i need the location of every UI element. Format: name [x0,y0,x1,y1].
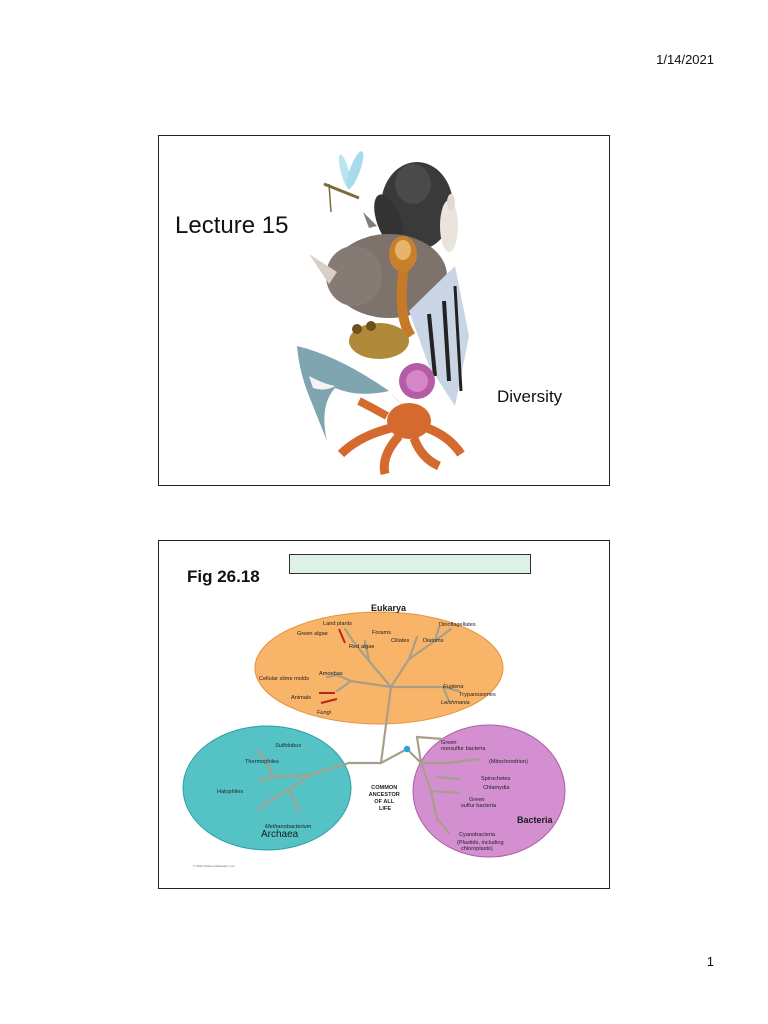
taxon-forams: Forams [372,630,391,636]
taxon-euglena: Euglena [443,684,464,690]
bacteria-label: Bacteria [517,815,554,825]
taxon-land-plants: Land plants [323,621,352,627]
taxon-amoebas: Amoebas [319,671,343,677]
archaea-bubble [182,725,352,851]
slide-title-text: Lecture 15 [175,212,289,239]
slide-tree-of-life: Fig 26.18 [158,540,610,889]
frog-illustration [349,321,409,359]
taxon-thermophiles: Thermophiles [245,759,279,765]
slide-title: Lecture 15 [158,135,610,486]
tree-of-life-diagram: Eukarya Archaea Bacteria Land plants Gre… [182,603,566,868]
common-ancestor-dot [403,745,411,753]
taxon-methanobacterium: Methanobacterium [265,824,312,830]
gorilla-illustration [374,162,453,250]
taxon-plastids: (Plastids, including chloroplasts) [457,840,505,852]
taxon-dinoflagellates: Dinoflagellates [439,622,476,628]
taxon-cellular-slime-molds: Cellular slime molds [259,676,309,682]
copyright-text: © 2011 Pearson Education, Inc. [193,864,235,868]
taxon-red-algae: Red algae [349,644,375,650]
taxon-spirochetes: Spirochetes [481,776,511,782]
taxon-mitochondrion: (Mitochondrion) [489,759,528,765]
cobra-illustration [389,236,417,339]
octopus-illustration [337,397,465,475]
taxon-fungi: Fungi [317,710,332,716]
common-ancestor-label: COMMON ANCESTOR OF ALL LIFE [369,785,402,812]
taxon-green-sulfur-bacteria: Green sulfur bacteria [461,797,497,809]
taxon-green-nonsulfur-bacteria: Green nonsulfur bacteria [441,740,486,752]
sea-urchin-illustration [399,363,435,399]
tree-branches [255,625,481,835]
fungi-highlight [320,698,338,704]
archaea-label: Archaea [261,829,299,840]
rhino-illustration [309,212,447,318]
taxon-animals: Animals [291,695,311,701]
eukarya-bubble [254,611,504,725]
taxon-diatoms: Diatoms [423,638,444,644]
animal-collage-image [297,151,469,475]
plant-highlight [338,628,346,644]
taxon-green-algae: Green algae [297,631,328,637]
slide-subtitle-text: Diversity [497,387,563,406]
figure-label: Fig 26.18 [187,567,260,586]
angelfish-illustration [409,266,469,406]
taxon-cyanobacteria: Cyanobacteria [459,832,496,838]
page-date: 1/14/2021 [656,52,714,67]
taxon-ciliates: Ciliates [391,638,410,644]
taxon-leishmania: Leishmania [441,700,470,706]
eukarya-label: Eukarya [371,603,407,613]
page-number: 1 [706,954,714,969]
bird-illustration [440,194,458,252]
figure-caption-bar [289,554,531,574]
taxon-chlamydia: Chlamydia [483,785,510,791]
taxon-halophiles: Halophiles [217,789,243,795]
taxon-sulfolobus: Sulfolobus [275,743,301,749]
bacteria-bubble [412,724,566,858]
dragonfly-illustration [323,151,364,213]
taxon-trypanosomes: Trypanosomes [459,692,496,698]
